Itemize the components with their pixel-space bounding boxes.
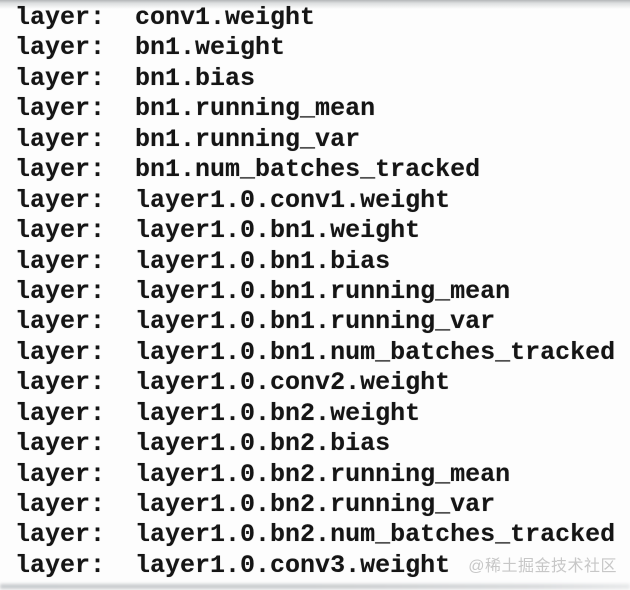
layer-name: layer1.0.bn2.running_mean	[135, 459, 511, 489]
console-line: layer: layer1.0.conv2.weight	[15, 368, 615, 398]
layer-name: bn1.running_mean	[135, 94, 376, 124]
console-line: layer: layer1.0.bn1.bias	[15, 247, 615, 277]
console-line: layer: layer1.0.bn2.num_batches_tracked	[15, 520, 615, 550]
layer-prefix: layer:	[15, 124, 136, 154]
layer-name: bn1.running_var	[135, 124, 361, 154]
layer-prefix: layer:	[15, 3, 136, 32]
layer-name: layer1.0.bn2.weight	[135, 398, 421, 428]
layer-name: bn1.bias	[135, 63, 256, 93]
layer-prefix: layer:	[15, 63, 136, 93]
layer-name: layer1.0.bn1.bias	[135, 246, 391, 276]
console-line: layer: bn1.bias	[15, 64, 615, 94]
layer-prefix: layer:	[15, 368, 136, 398]
console-line: layer: layer1.0.bn2.running_mean	[15, 460, 615, 490]
console-line: layer: layer1.0.bn1.num_batches_tracked	[15, 338, 615, 368]
layer-name: layer1.0.bn2.bias	[135, 429, 391, 459]
layer-name: bn1.weight	[135, 33, 286, 63]
layer-prefix: layer:	[15, 155, 136, 185]
console-line: layer: layer1.0.bn1.running_var	[15, 307, 615, 337]
layer-prefix: layer:	[15, 33, 136, 63]
layer-prefix: layer:	[15, 490, 136, 519]
console-line: layer: conv1.weight	[15, 3, 615, 33]
layer-name: bn1.num_batches_tracked	[135, 155, 481, 185]
console-line: layer: layer1.0.bn1.running_mean	[15, 277, 615, 307]
layer-name: conv1.weight	[135, 3, 316, 32]
layer-prefix: layer:	[15, 94, 136, 124]
layer-prefix: layer:	[15, 520, 136, 550]
layer-prefix: layer:	[15, 550, 136, 580]
console-line: layer: layer1.0.bn1.weight	[15, 216, 615, 246]
layer-name: layer1.0.conv2.weight	[135, 368, 451, 398]
console-line: layer: bn1.weight	[15, 33, 615, 63]
console-line: layer: layer1.0.bn2.running_var	[15, 490, 615, 520]
layer-name: layer1.0.conv3.weight	[135, 550, 451, 580]
layer-prefix: layer:	[15, 459, 136, 489]
console-line: layer: bn1.running_mean	[15, 94, 615, 124]
console-line: layer: layer1.0.bn2.weight	[15, 399, 615, 429]
layer-name: layer1.0.conv1.weight	[135, 185, 451, 215]
layer-name: layer1.0.bn1.weight	[135, 216, 421, 246]
layer-prefix: layer:	[15, 246, 136, 276]
layer-name: layer1.0.bn1.running_mean	[135, 276, 511, 306]
layer-name: layer1.0.bn2.running_var	[135, 490, 496, 519]
layer-prefix: layer:	[15, 276, 136, 306]
console-line: layer: layer1.0.conv1.weight	[15, 186, 615, 216]
layer-prefix: layer:	[15, 398, 136, 428]
layer-prefix: layer:	[15, 429, 136, 459]
layer-name: layer1.0.bn1.running_var	[135, 307, 496, 337]
bottom-edge-blur	[0, 584, 630, 589]
layer-prefix: layer:	[15, 185, 136, 215]
layer-prefix: layer:	[15, 307, 136, 337]
watermark: @稀土掘金技术社区	[468, 558, 617, 575]
console-line: layer: bn1.running_var	[15, 125, 615, 155]
console-line: layer: bn1.num_batches_tracked	[15, 155, 615, 185]
console-line: layer: layer1.0.bn2.bias	[15, 429, 615, 459]
layer-name: layer1.0.bn1.num_batches_tracked	[135, 337, 616, 367]
layer-prefix: layer:	[15, 337, 136, 367]
layer-prefix: layer:	[15, 216, 136, 246]
layer-name: layer1.0.bn2.num_batches_tracked	[135, 520, 616, 550]
console-line: layer: layer1.0.conv3.weight	[15, 551, 615, 581]
